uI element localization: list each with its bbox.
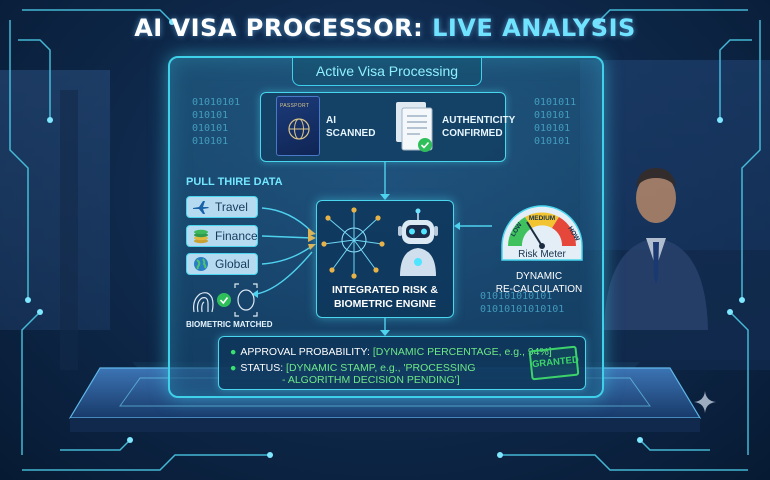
coins-icon: [194, 229, 208, 244]
status-line-continued: - ALGORITHM DECISION PENDING']: [282, 374, 460, 386]
biometric-icons: [193, 283, 258, 317]
dynamic-line2: RE-CALCULATION: [495, 284, 583, 295]
status-value-line2: - ALGORITHM DECISION PENDING']: [282, 374, 460, 386]
data-source-travel[interactable]: Travel: [186, 196, 258, 218]
status-label: STATUS:: [240, 362, 287, 374]
dynamic-recalc-label: DYNAMIC RE-CALCULATION: [484, 270, 594, 296]
data-sources-heading: PULL THIRE DATA: [186, 176, 283, 188]
documents-icon: [396, 102, 433, 152]
sparkle-icon: [694, 391, 716, 413]
title-main: AI VISA PROCESSOR:: [134, 14, 433, 42]
engine-label: INTEGRATED RISK & BIOMETRIC ENGINE: [316, 283, 454, 311]
fingerprint-icon: [193, 292, 214, 313]
risk-medium-text: MEDIUM: [529, 215, 555, 222]
passport-icon: PASSPORT: [276, 96, 320, 156]
airplane-icon: [193, 201, 209, 214]
result-card: [218, 336, 586, 390]
engine-illustration: [321, 207, 438, 279]
ai-scanned-label: AI SCANNED: [326, 115, 376, 139]
gauge-needle: [526, 221, 543, 247]
face-scan-icon: [234, 283, 258, 317]
binary-decoration-left: 01010101 010101 010101 010101: [192, 97, 241, 147]
officer-silhouette: [604, 168, 708, 330]
approval-probability-line: ●APPROVAL PROBABILITY: [DYNAMIC PERCENTA…: [230, 346, 552, 358]
bullet-icon: ●: [230, 362, 237, 374]
dynamic-line1: DYNAMIC: [515, 271, 563, 282]
risk-segment-low: [508, 217, 532, 246]
check-icon: [217, 293, 231, 307]
globe-icon: [194, 257, 208, 271]
status-line: ●STATUS: [DYNAMIC STAMP, e.g., 'PROCESSI…: [230, 362, 476, 374]
background-pillar: [60, 90, 78, 370]
probability-value: [DYNAMIC PERCENTAGE, e.g., 94%]: [372, 346, 552, 358]
granted-stamp: GRANTED: [528, 345, 580, 381]
bullet-icon: ●: [230, 346, 237, 358]
page-title: AI VISA PROCESSOR: LIVE ANALYSIS: [0, 14, 770, 42]
binary-decoration-lower: 010101010101 01010101010101: [480, 291, 565, 315]
data-source-label: Global: [215, 257, 250, 271]
panel-tab-label: Active Visa Processing: [292, 58, 482, 86]
title-accent: LIVE ANALYSIS: [432, 14, 636, 42]
data-source-global[interactable]: Global: [186, 253, 258, 275]
background-window: [0, 70, 110, 330]
biometric-matched-label: BIOMETRIC MATCHED: [186, 320, 273, 329]
data-source-label: Travel: [215, 200, 248, 214]
robot-icon: [398, 208, 438, 276]
risk-segment-medium: [525, 212, 559, 228]
risk-meter-label: Risk Meter: [518, 249, 566, 260]
engine-label-line2: BIOMETRIC ENGINE: [333, 298, 437, 310]
binary-decoration-right: 0101011 010101 010101 010101: [534, 97, 577, 147]
risk-meter-gauge: LOW MEDIUM HOW Risk Meter: [501, 205, 583, 261]
probability-label: APPROVAL PROBABILITY:: [240, 346, 373, 358]
passport-label: PASSPORT: [280, 103, 310, 109]
data-source-finance[interactable]: Finance: [186, 225, 258, 247]
engine-label-line1: INTEGRATED RISK &: [332, 284, 438, 296]
risk-segment-high: [552, 217, 576, 246]
status-value-line1: [DYNAMIC STAMP, e.g., 'PROCESSING: [286, 362, 476, 374]
data-source-label: Finance: [215, 229, 258, 243]
neural-network-icon: [323, 210, 383, 276]
authenticity-label: AUTHENTICITY CONFIRMED: [442, 115, 516, 139]
